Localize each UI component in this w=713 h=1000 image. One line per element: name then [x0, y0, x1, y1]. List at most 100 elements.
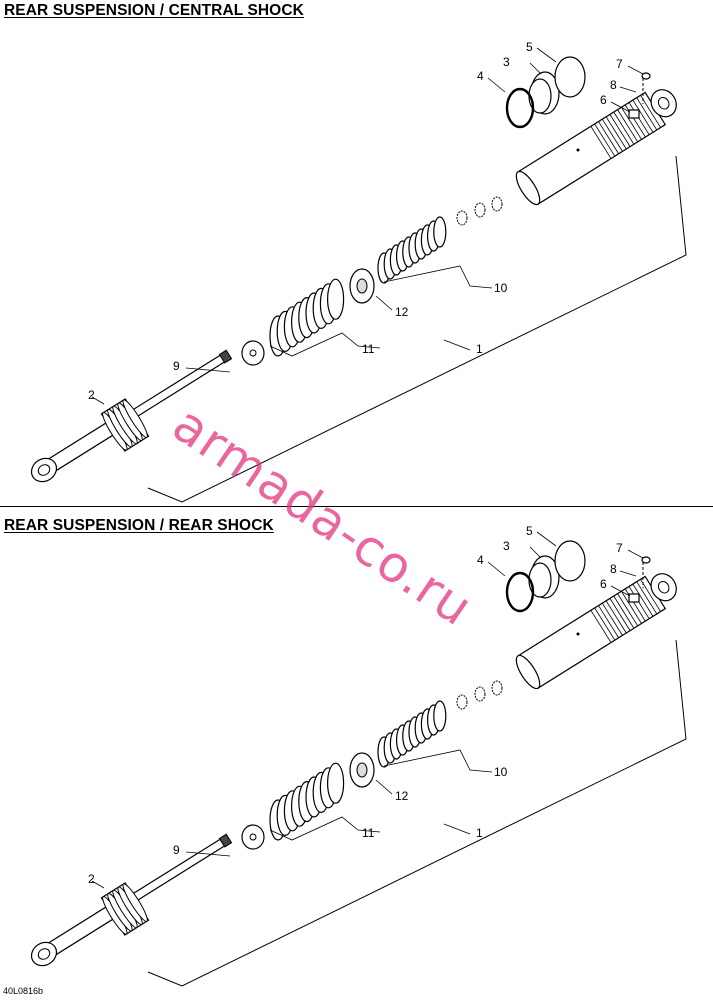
body-thread-line: [613, 595, 635, 629]
body-thread-line: [609, 598, 631, 631]
body-marker-dot: [576, 148, 580, 152]
callout-label-2: 2: [88, 388, 95, 402]
callout-leader-line: [610, 585, 631, 597]
body-thread-line: [613, 111, 635, 145]
body-marker-dot: [576, 632, 580, 636]
large-spring-coil: [327, 278, 345, 320]
callout-leader-line: [269, 816, 381, 841]
assembly-bracket-line: [147, 155, 687, 503]
callout-leader-line: [375, 295, 393, 311]
callout-label-4: 4: [477, 553, 484, 567]
body-thread-line: [594, 607, 616, 641]
body-thread-line: [617, 109, 639, 143]
callout-leader-line: [619, 86, 637, 93]
callout-leader-line: [91, 396, 105, 405]
body-open-end: [515, 654, 541, 690]
body-thread-line: [598, 605, 619, 638]
callout-leader-line: [383, 749, 493, 773]
piston-face: [356, 762, 368, 778]
seal-ring: [122, 883, 148, 922]
section-divider: [0, 506, 713, 507]
callout-leader-line: [610, 101, 631, 113]
callout-label-7: 7: [616, 57, 623, 71]
callout-leader-line: [529, 546, 542, 559]
callout-label-10: 10: [494, 281, 508, 295]
shim: [491, 680, 503, 696]
callout-label-5: 5: [526, 524, 533, 538]
shim: [456, 694, 468, 710]
callout-leader-line: [443, 339, 471, 351]
washer-hole: [249, 349, 257, 357]
callout-label-11: 11: [362, 342, 375, 356]
body-thread-line: [617, 593, 639, 627]
valve-body: [628, 593, 640, 603]
callout-leader-line: [627, 549, 644, 559]
callout-leader-line: [619, 570, 637, 577]
valve-body: [628, 109, 640, 119]
body-thread-line: [601, 602, 623, 636]
callout-label-9: 9: [173, 843, 180, 857]
large-spring-coil: [327, 762, 345, 804]
callout-leader-line: [383, 265, 493, 289]
shim: [474, 686, 486, 702]
callout-leader-line: [375, 779, 393, 795]
callout-label-3: 3: [503, 539, 510, 553]
callout-leader-line: [536, 531, 557, 547]
callout-label-9: 9: [173, 359, 180, 373]
callout-label-1: 1: [476, 826, 483, 840]
small-spring-coil: [433, 700, 447, 732]
callout-label-11: 11: [362, 826, 375, 840]
callout-label-8: 8: [610, 562, 617, 576]
callout-label-6: 6: [600, 93, 607, 107]
body-eyelet-hole: [657, 580, 670, 594]
body-open-end: [515, 170, 541, 206]
body-thread-line: [636, 97, 658, 131]
body-thread-line: [605, 600, 627, 634]
callout-leader-line: [487, 77, 506, 93]
callout-label-8: 8: [610, 78, 617, 92]
rod-eyelet-hole: [37, 464, 51, 476]
o-ring: [505, 571, 535, 613]
rod-seal-cap: [100, 882, 150, 936]
seal-ring: [122, 399, 148, 438]
rod-seal-cap: [100, 398, 150, 452]
drawing-code: 40L0816b: [3, 986, 44, 996]
body-thread-line: [590, 610, 612, 643]
rod-thread-end: [218, 349, 233, 364]
assembly-bracket-line: [147, 639, 687, 987]
callout-label-1: 1: [476, 342, 483, 356]
section-title-rear-shock: REAR SUSPENSION / REAR SHOCK: [4, 517, 274, 534]
body-thread-line: [621, 107, 642, 140]
section-title-central-shock: REAR SUSPENSION / CENTRAL SHOCK: [4, 2, 304, 19]
o-ring: [505, 87, 535, 129]
body-thread-line: [605, 116, 627, 150]
callout-leader-line: [185, 851, 231, 857]
cover-disc: [554, 540, 586, 582]
rod-eyelet-hole: [37, 948, 51, 960]
rod-thread-end: [218, 833, 233, 848]
shim: [474, 202, 486, 218]
shim: [491, 196, 503, 212]
callout-label-2: 2: [88, 872, 95, 886]
callout-leader-line: [536, 47, 557, 63]
callout-leader-line: [91, 880, 105, 889]
callout-label-7: 7: [616, 541, 623, 555]
body-thread-line: [640, 95, 661, 128]
callout-label-5: 5: [526, 40, 533, 54]
washer-hole: [249, 833, 257, 841]
callout-leader-line: [529, 62, 542, 75]
piston-face: [356, 278, 368, 294]
body-thread-line: [640, 579, 661, 612]
callout-label-12: 12: [395, 305, 409, 319]
callout-leader-line: [627, 65, 644, 75]
body-thread-line: [594, 123, 616, 157]
body-thread-line: [601, 118, 623, 152]
cover-disc: [554, 56, 586, 98]
callout-label-10: 10: [494, 765, 508, 779]
valve-cap: [641, 72, 651, 80]
shock-body: [515, 573, 677, 690]
callout-leader-line: [185, 367, 231, 373]
shim: [456, 210, 468, 226]
